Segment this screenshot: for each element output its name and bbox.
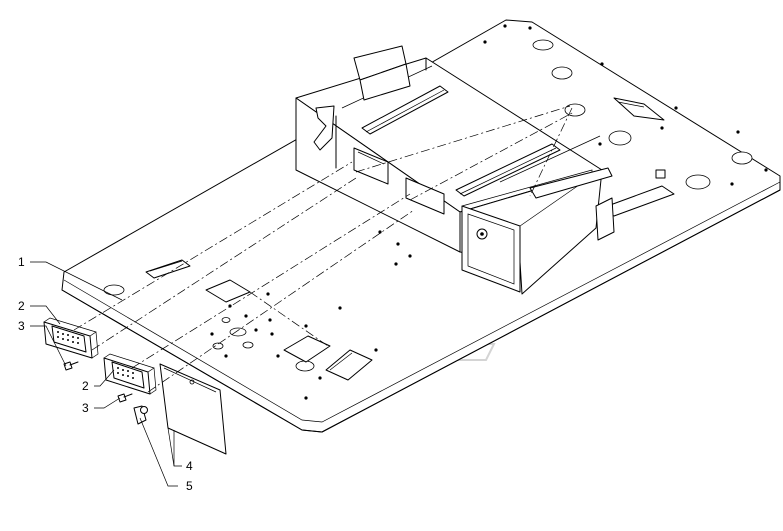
plate-hole <box>229 327 247 337</box>
plate-hole <box>608 130 632 146</box>
callout-3b: 3 <box>82 401 89 415</box>
callout-2b: 2 <box>82 379 89 393</box>
plate-cutout <box>283 335 331 363</box>
connector-block-left <box>43 317 99 359</box>
plate-hole <box>731 151 753 165</box>
box-housing <box>295 45 615 295</box>
callout-4: 4 <box>186 459 193 473</box>
nut <box>655 169 666 179</box>
plate-hole <box>242 341 254 349</box>
latch <box>133 405 148 425</box>
leader-lines <box>30 261 182 487</box>
callout-labels: 1 2 3 2 3 4 5 <box>18 255 193 493</box>
cover-plate <box>159 363 227 455</box>
hook-tab <box>313 105 335 151</box>
plate-slot <box>145 259 191 279</box>
callout-3a: 3 <box>18 319 25 333</box>
plate-hole <box>221 317 231 323</box>
plate-hole <box>551 66 573 80</box>
screw-right <box>117 393 133 403</box>
connector-block-right <box>103 353 157 395</box>
callout-1: 1 <box>18 255 25 269</box>
plate-hole <box>685 174 711 190</box>
plate-cutout <box>325 349 373 381</box>
bracket <box>529 167 613 199</box>
plate-hole <box>212 342 224 350</box>
callout-5: 5 <box>186 479 193 493</box>
plate-hole <box>532 39 554 51</box>
callout-2a: 2 <box>18 299 25 313</box>
box-cutout <box>353 147 389 185</box>
screw-left <box>63 361 79 371</box>
alignment-lines <box>73 105 575 393</box>
plate-hole <box>564 103 586 117</box>
plate-hole <box>103 284 125 296</box>
plate-hole <box>295 360 315 372</box>
